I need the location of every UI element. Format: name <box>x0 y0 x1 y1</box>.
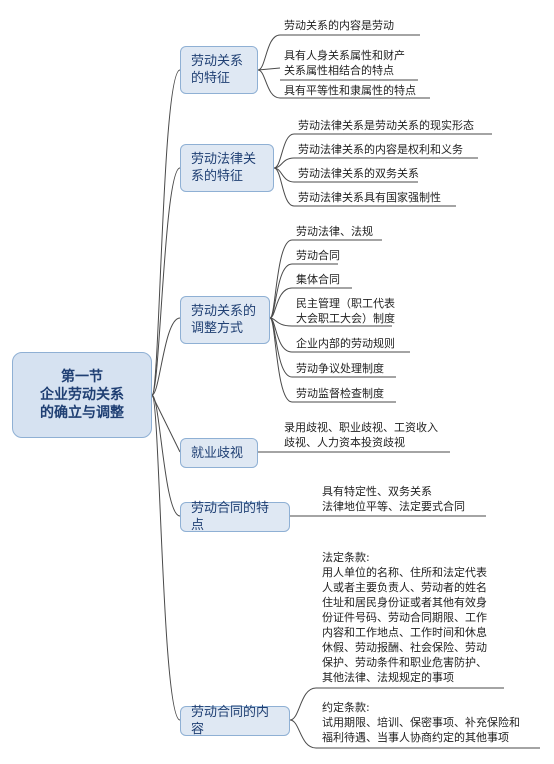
branch-labor-relation-features[interactable]: 劳动关系 的特征 <box>180 46 258 94</box>
leaf-item[interactable]: 劳动关系的内容是劳动 <box>284 19 394 32</box>
leaf-item-agreed-clauses[interactable]: 约定条款: 试用期限、培训、保密事项、补充保险和 福利待遇、当事人协商约定的其他… <box>322 701 520 744</box>
root-topic[interactable]: 第一节 企业劳动关系 的确立与调整 <box>12 352 152 438</box>
leaf-item[interactable]: 劳动法律关系具有国家强制性 <box>298 191 441 204</box>
branch-labor-law-relation-features[interactable]: 劳动法律关 系的特征 <box>180 144 274 192</box>
leaf-item[interactable]: 具有人身关系属性和财产 关系属性相结合的特点 <box>284 49 405 77</box>
leaf-item[interactable]: 具有平等性和隶属性的特点 <box>284 84 416 97</box>
leaf-item[interactable]: 劳动法律、法规 <box>296 225 373 238</box>
leaf-item[interactable]: 劳动争议处理制度 <box>296 362 384 375</box>
leaf-item[interactable]: 集体合同 <box>296 273 340 286</box>
branch-contract-features[interactable]: 劳动合同的特点 <box>180 501 290 533</box>
leaf-item[interactable]: 劳动合同 <box>296 249 340 262</box>
leaf-item[interactable]: 具有特定性、双务关系 法律地位平等、法定要式合同 <box>322 485 465 513</box>
branch-employment-discrimination[interactable]: 就业歧视 <box>180 438 258 468</box>
leaf-item[interactable]: 劳动法律关系的内容是权利和义务 <box>298 143 463 156</box>
branch-contract-content[interactable]: 劳动合同的内容 <box>180 705 290 737</box>
leaf-item[interactable]: 劳动法律关系的双务关系 <box>298 167 419 180</box>
leaf-item[interactable]: 企业内部的劳动规则 <box>296 337 395 350</box>
leaf-item[interactable]: 民主管理（职工代表 大会职工大会）制度 <box>296 297 395 325</box>
leaf-item[interactable]: 录用歧视、职业歧视、工资收入 歧视、人力资本投资歧视 <box>284 421 438 449</box>
branch-adjustment-methods[interactable]: 劳动关系的 调整方式 <box>180 296 270 344</box>
leaf-item[interactable]: 劳动监督检查制度 <box>296 387 384 400</box>
leaf-item-statutory-clauses[interactable]: 法定条款: 用人单位的名称、住所和法定代表 人或者主要负责人、劳动者的姓名 住址… <box>322 551 487 684</box>
leaf-item[interactable]: 劳动法律关系是劳动关系的现实形态 <box>298 119 474 132</box>
